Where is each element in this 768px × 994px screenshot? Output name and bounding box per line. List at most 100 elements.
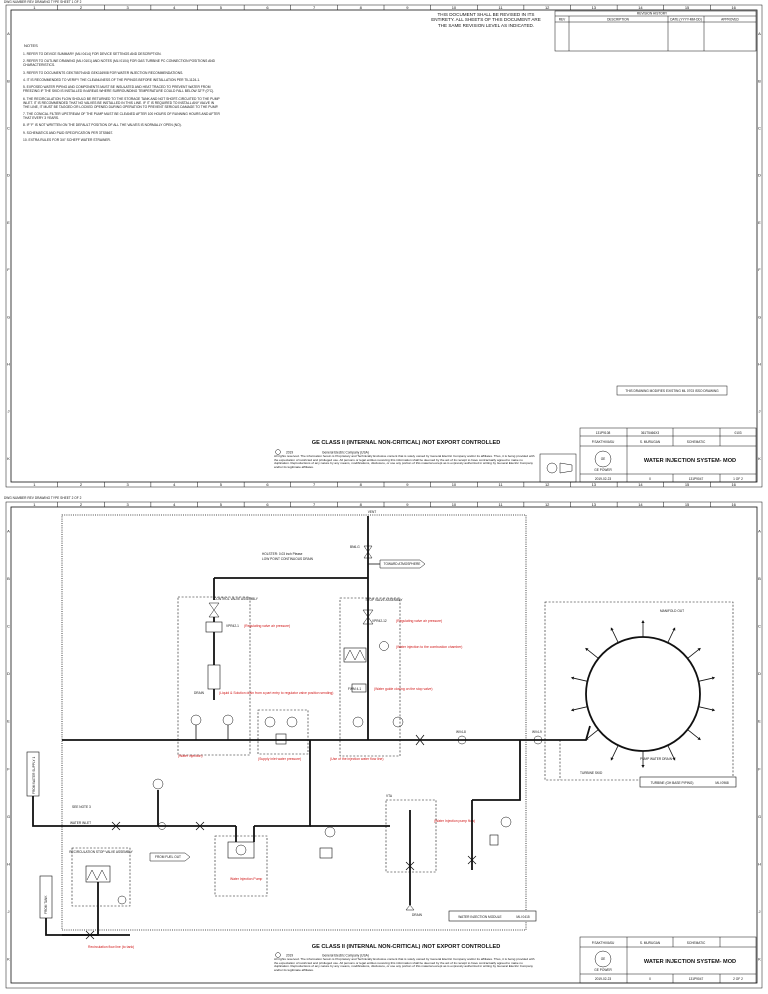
column-marker: 8 (360, 482, 363, 487)
zwwn-gauge (379, 641, 389, 651)
nozzle-line (573, 706, 588, 711)
ge-logo-1 (594, 450, 612, 468)
vpr42-2-note: (Regulating valve air pressure) (396, 619, 442, 623)
column-marker: 14 (638, 502, 643, 507)
projection-cone-icon (559, 462, 573, 474)
recirc-orifice (489, 834, 499, 846)
recirc-spring-icon (86, 869, 108, 881)
row-marker-right: J (759, 409, 761, 414)
row-marker-left: H (7, 362, 10, 367)
cso-note: (Use of the injection water flow line) (330, 757, 384, 761)
discharge-gauge (324, 826, 336, 838)
recirc-gauge-2 (117, 895, 127, 905)
doc-type: SCHEMATIC (687, 440, 706, 444)
fwm-note: (Water guide closing on the stop valve) (374, 687, 433, 691)
column-marker: 12 (545, 5, 550, 10)
nozzle-line (587, 729, 599, 739)
row-marker-right: E (758, 719, 761, 724)
control-valve-icon (208, 602, 220, 618)
control-valve-assembly (177, 596, 251, 756)
sheet-2: DWG NUMBER REV DRAWING TYPE SHEET 2 OF 2… (4, 496, 763, 989)
nozzle-arrow-icon (672, 757, 676, 761)
drawn-by: P.SAKTHIVASU (592, 440, 615, 444)
checked-by: S. MURUGAN (640, 440, 661, 444)
row-marker-right: C (758, 624, 761, 629)
doc-type-2: SCHEMATIC (687, 941, 706, 945)
drain-funnel-icon (405, 904, 415, 911)
holster-label: HOLSTER: 0.03 inch Please (262, 552, 303, 556)
vpr42-2-label: VPR42-12 (372, 619, 387, 623)
row-marker-right: H (758, 862, 761, 867)
column-marker: 11 (498, 5, 503, 10)
column-marker: 12 (545, 482, 550, 487)
column-marker: 13 (592, 5, 597, 10)
to-atmosphere-tag (379, 559, 426, 569)
note-item: 2. REFER TO OUTLINE DRAWING (MLI 0101) A… (23, 59, 216, 68)
nozzle-line (698, 706, 713, 711)
column-marker: 2 (80, 5, 83, 10)
column-marker: 16 (731, 502, 736, 507)
nozzle-line (687, 649, 699, 659)
pump-label: Water Injection Pump (230, 877, 262, 881)
row-marker-right: A (758, 528, 761, 533)
nozzle-line (667, 629, 675, 643)
column-marker: 10 (452, 5, 457, 10)
notes-title: NOTES (24, 43, 38, 48)
column-marker: 6 (266, 5, 269, 10)
fuel-out-tag (149, 852, 191, 862)
row-marker-right: H (758, 362, 761, 367)
nozzle-arrow-icon (711, 708, 716, 712)
pressure-gauge-2 (222, 714, 234, 726)
column-marker: 10 (452, 482, 457, 487)
row-marker-right: K (758, 957, 761, 962)
column-marker: 4 (173, 502, 176, 507)
note-item: 7. THE CONICAL FILTER UPSTREAM OF THE PU… (23, 112, 220, 121)
column-marker: 1 (33, 482, 36, 487)
vent-valve-icon (363, 545, 373, 559)
sheet-label-2: 2 OF 2 (733, 977, 743, 981)
nozzle-arrow-icon (697, 647, 701, 651)
row-marker-left: D (7, 173, 10, 178)
inlet-valve-icon (111, 821, 121, 831)
related-number: 361T5466X3 (641, 431, 659, 435)
bvd-label: BN6-G (350, 545, 360, 549)
ring-label-box (639, 776, 737, 788)
pump-impeller-icon (235, 844, 247, 856)
column-marker: 5 (220, 502, 223, 507)
nozzle-arrow-icon (697, 737, 701, 741)
copyright-icon-2 (275, 952, 281, 958)
column-marker: 4 (173, 5, 176, 10)
module-ref: MLI 0415 (516, 915, 530, 919)
row-marker-right: G (758, 814, 761, 819)
check-valve-icon (415, 734, 425, 746)
inject-flow-note: (Water Injection pump flow) (434, 819, 475, 823)
suction-gauge (152, 778, 164, 790)
sheet1-title-block: GE CLASS II (INTERNAL NON-CRITICAL) /NOT… (274, 427, 757, 483)
column-marker: 15 (685, 5, 690, 10)
fwm-label: FWM 4-1 (348, 687, 361, 691)
recirc-gauge (500, 816, 512, 828)
note-item: 1. REFER TO DEVICE SUMMARY (MLI 0414) FO… (23, 52, 162, 56)
company-name-2: General Electric Company (USA) (322, 954, 369, 958)
wvd2-label: WV4-9 (532, 730, 542, 734)
drawing-title-2: WATER INJECTION SYSTEM- MOD (644, 959, 736, 965)
water-supply-label: FROM WATER SUPPLY 1 (32, 757, 36, 794)
note-item: 4. IT IS RECOMMENDED TO VERIFY THE CLEAN… (23, 77, 201, 82)
bypass-assembly (385, 799, 437, 873)
pressure-gauge-4 (392, 716, 404, 728)
row-marker-right: D (758, 671, 761, 676)
drain-note: (Liquid & Solution drain from a part ent… (219, 691, 333, 695)
row-marker-left: E (7, 220, 10, 225)
sheet2-title-block: GE CLASS II (INTERNAL NON-CRITICAL) /NOT… (274, 936, 757, 984)
column-marker: 3 (126, 5, 129, 10)
row-marker-left: F (7, 267, 10, 272)
export-class: GE CLASS II (INTERNAL NON-CRITICAL) /NOT… (312, 440, 501, 446)
nozzle-line (573, 677, 588, 682)
approved-col-header: APPROVED (721, 18, 739, 22)
control-actuator (207, 664, 221, 690)
row-marker-left: E (7, 719, 10, 724)
description-col-header: DESCRIPTION (607, 18, 629, 22)
row-marker-left: F (7, 766, 10, 771)
column-marker: 11 (498, 482, 503, 487)
